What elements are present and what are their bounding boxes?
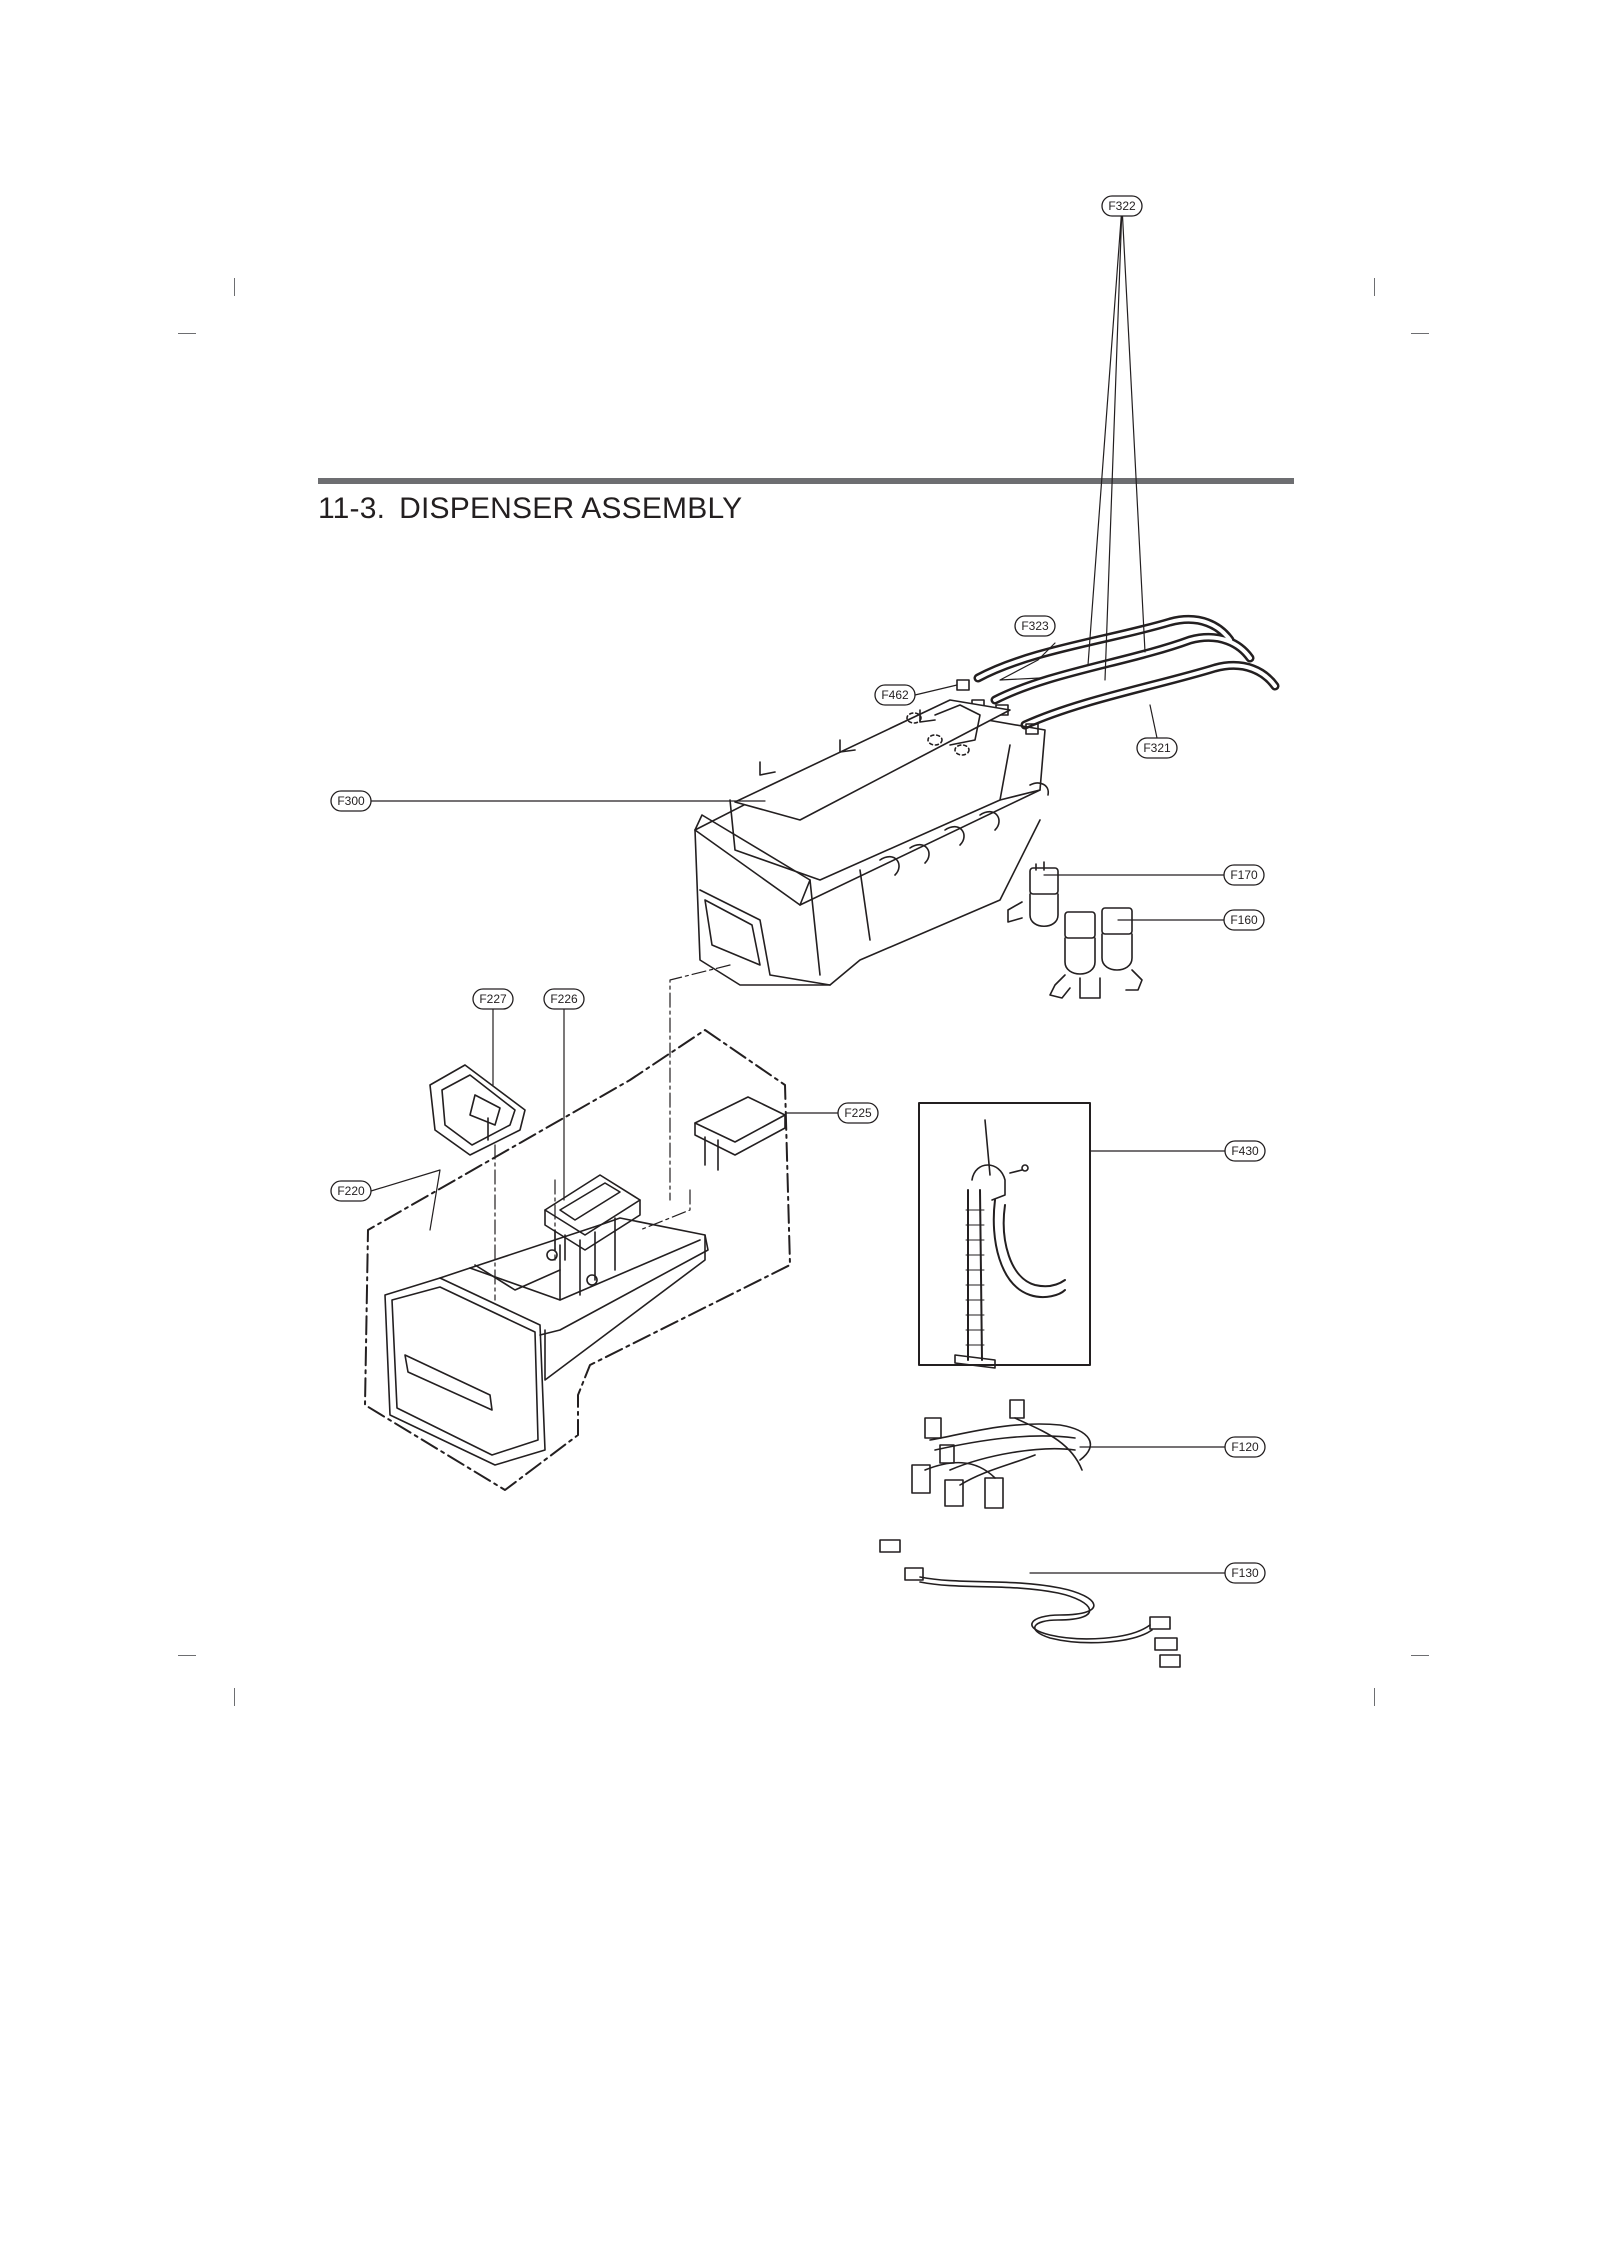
section-number: 11-3. bbox=[318, 492, 386, 525]
vent-hose-kit bbox=[954, 1119, 1066, 1369]
callout-label: F462 bbox=[881, 688, 909, 702]
section-rule bbox=[318, 478, 1294, 484]
kit-box bbox=[918, 1102, 1091, 1366]
inlet-valve-single bbox=[1007, 861, 1059, 928]
signal-cable bbox=[879, 1539, 1181, 1668]
inlet-valve-double bbox=[1049, 907, 1143, 999]
crop-mark bbox=[1374, 278, 1375, 296]
crop-mark bbox=[1374, 1688, 1375, 1706]
callout-oval bbox=[1223, 864, 1265, 886]
section-title: 11-3. DISPENSER ASSEMBLY bbox=[318, 492, 742, 526]
bleach-insert bbox=[544, 1174, 641, 1261]
section-heading: DISPENSER ASSEMBLY bbox=[399, 492, 743, 525]
callout-label: F220 bbox=[337, 1184, 365, 1198]
callout-oval bbox=[874, 684, 916, 706]
softener-cap bbox=[429, 1064, 526, 1156]
callout-oval bbox=[1101, 195, 1143, 217]
callout-oval bbox=[1014, 615, 1056, 637]
callout-oval bbox=[330, 790, 372, 812]
detergent-insert bbox=[694, 1096, 786, 1171]
callout-oval bbox=[1224, 1562, 1266, 1584]
dispenser-drawer bbox=[384, 1217, 709, 1466]
callout-ovals bbox=[330, 195, 1266, 1584]
callout-label: F323 bbox=[1021, 619, 1049, 633]
callout-label: F322 bbox=[1108, 199, 1136, 213]
callout-label: F227 bbox=[479, 992, 507, 1006]
callout-label: F160 bbox=[1230, 913, 1258, 927]
callout-label: F170 bbox=[1230, 868, 1258, 882]
callout-label: F430 bbox=[1231, 1144, 1259, 1158]
callout-oval bbox=[1136, 737, 1178, 759]
leader-lines bbox=[370, 205, 1226, 1574]
crop-mark bbox=[178, 1655, 196, 1656]
crop-mark bbox=[234, 1688, 235, 1706]
callout-label: F225 bbox=[844, 1106, 872, 1120]
crop-mark bbox=[1411, 333, 1429, 334]
callout-oval bbox=[1224, 1140, 1266, 1162]
callout-label: F321 bbox=[1143, 741, 1171, 755]
callout-oval bbox=[1224, 1436, 1266, 1458]
callout-oval bbox=[1223, 909, 1265, 931]
crop-mark bbox=[178, 333, 196, 334]
callout-oval bbox=[837, 1102, 879, 1124]
crop-mark bbox=[234, 278, 235, 296]
callout-label: F130 bbox=[1231, 1566, 1259, 1580]
dispenser-housing bbox=[694, 699, 1050, 986]
callout-oval bbox=[472, 988, 514, 1010]
callout-oval bbox=[543, 988, 585, 1010]
callout-label: F120 bbox=[1231, 1440, 1259, 1454]
crop-mark bbox=[1411, 1655, 1429, 1656]
callout-oval bbox=[330, 1180, 372, 1202]
callout-label: F300 bbox=[337, 794, 365, 808]
callout-label: F226 bbox=[550, 992, 578, 1006]
alignment-lines bbox=[494, 964, 731, 1301]
wire-harness bbox=[911, 1399, 1092, 1509]
drawer-group-outline bbox=[364, 1029, 791, 1491]
